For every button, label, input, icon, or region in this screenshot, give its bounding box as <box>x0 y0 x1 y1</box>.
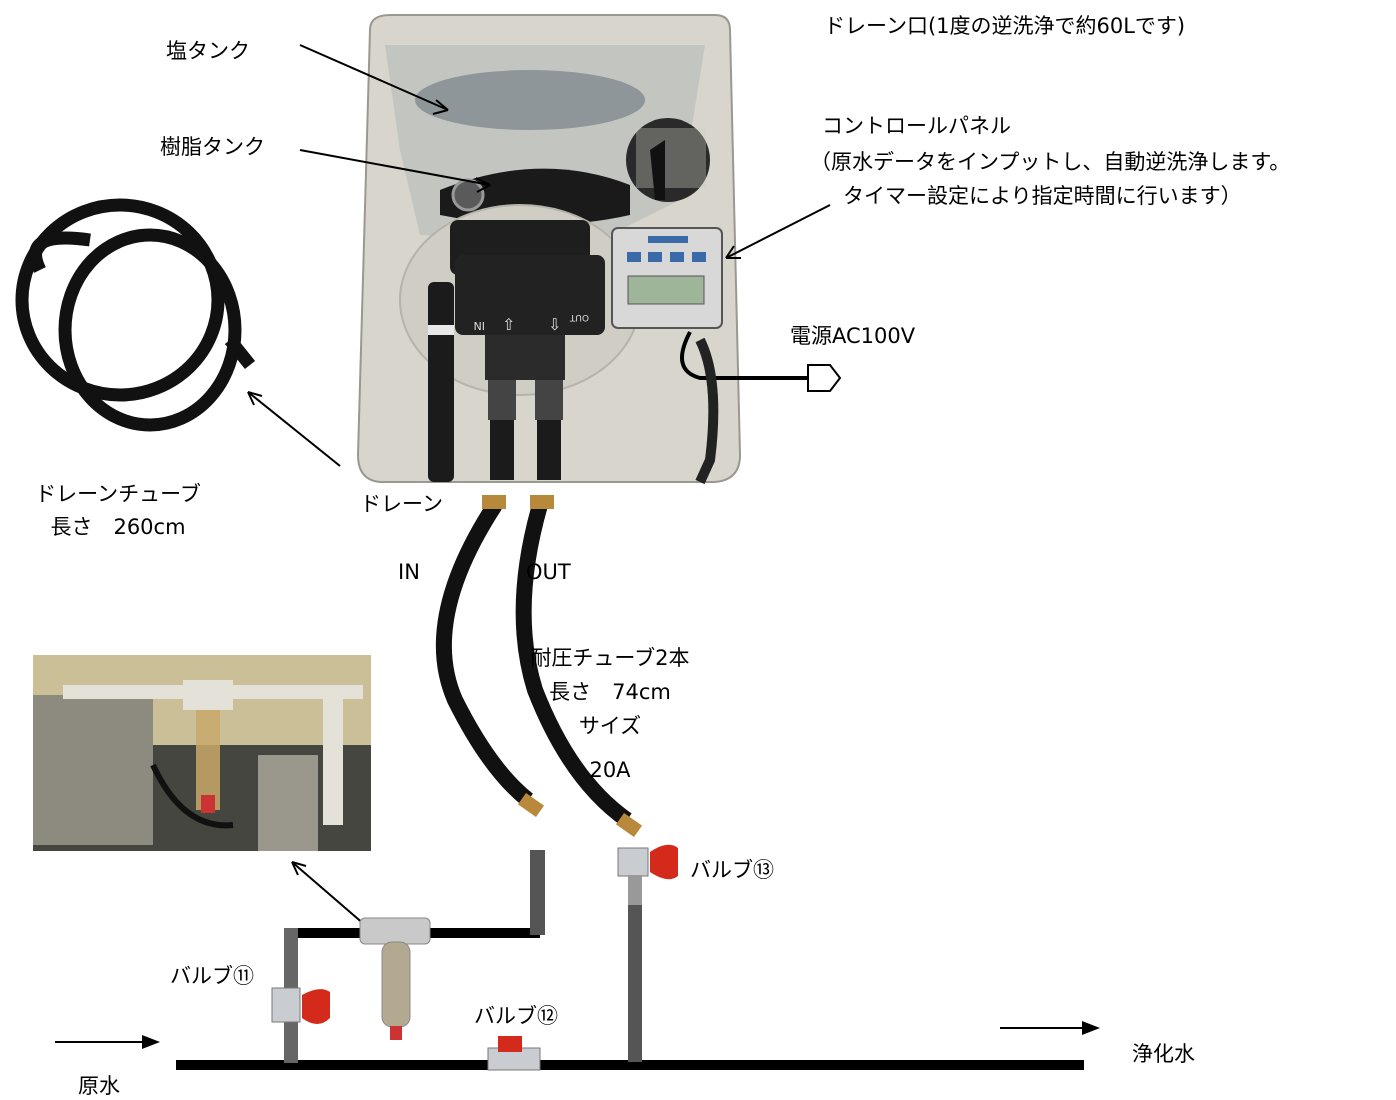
valve-11-label: バルブ⑪ <box>170 964 254 988</box>
drain-hose <box>428 282 454 482</box>
pressure-tube-size: 20A <box>589 758 631 782</box>
valve-port-in-text: IN <box>474 319 485 332</box>
drain-label: ドレーン <box>360 492 443 516</box>
purified-water-arrow <box>1000 1021 1100 1035</box>
controller-cap <box>626 118 710 202</box>
annotation-arrows <box>247 44 831 926</box>
valve-port-out-text: OUT <box>569 312 589 322</box>
pre-filter <box>359 917 431 1040</box>
out-pressure-tube <box>515 502 632 827</box>
raw-water-arrow <box>55 1035 160 1049</box>
valve-11 <box>271 987 330 1024</box>
main-pipe <box>176 1060 1084 1070</box>
lcd-screen <box>627 275 705 305</box>
power-plug-icon <box>807 364 842 392</box>
water-softener-unit: IN ⇧ ⇩ OUT <box>356 14 842 485</box>
purified-water-label: 浄化水 <box>1132 1042 1195 1066</box>
in-pressure-tube <box>435 500 534 807</box>
in-label: IN <box>398 560 420 584</box>
resin-tank-label: 樹脂タンク <box>160 135 265 159</box>
salt-tank-label: 塩タンク <box>166 39 250 63</box>
drain-tube-name: ドレーンチューブ <box>35 482 201 506</box>
valve-12 <box>487 1036 541 1071</box>
control-panel-desc-line2: タイマー設定により指定時間に行います） <box>843 184 1242 208</box>
pressure-tube-name: 耐圧チューブ2本 <box>530 646 690 670</box>
drain-tube-length: 長さ 260cm <box>50 515 186 539</box>
drain-port-note: ドレーン口(1度の逆洗浄で約60Lです) <box>824 14 1186 38</box>
pressure-tube-size-label: サイズ <box>578 714 642 738</box>
valve-12-label: バルブ⑫ <box>474 1004 558 1028</box>
pre-filter-photo <box>33 655 371 851</box>
power-cable <box>680 331 808 380</box>
power-label: 電源AC100V <box>790 324 916 348</box>
pressure-tube-length: 長さ 74cm <box>549 680 671 704</box>
svg-text:⇧: ⇧ <box>502 315 515 334</box>
valve-body <box>455 255 605 335</box>
valve-13 <box>617 844 678 905</box>
out-label: OUT <box>526 560 571 584</box>
valve-13-label: バルブ⑬ <box>690 858 774 882</box>
salt-tank-well <box>415 70 645 130</box>
pre-filter-photo-art <box>33 655 371 851</box>
drain-tube-coil <box>15 198 256 432</box>
raw-water-label: 原水 <box>78 1074 120 1098</box>
control-panel-title: コントロールパネル <box>822 114 1011 138</box>
control-panel-desc-line1: （原水データをインプットし、自動逆洗浄します。 <box>810 150 1291 174</box>
svg-text:⇩: ⇩ <box>548 315 561 334</box>
